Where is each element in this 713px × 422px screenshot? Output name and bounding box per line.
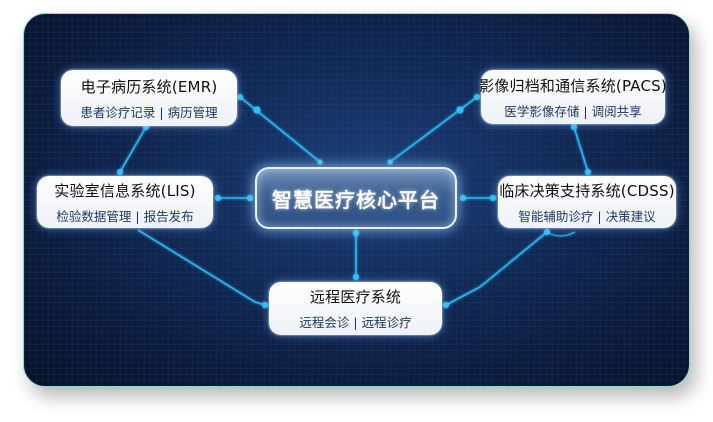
core-platform-title: 智慧医疗核心平台: [272, 187, 440, 212]
node-pacs[interactable]: 影像归档和通信系统(PACS) 医学影像存储 | 调阅共享: [479, 70, 667, 124]
node-telemedicine[interactable]: 远程医疗系统 远程会诊 | 远程诊疗: [269, 282, 442, 335]
node-emr[interactable]: 电子病历系统(EMR) 患者诊疗记录 | 病历管理: [61, 70, 237, 126]
node-lis-title: 实验室信息系统(LIS): [54, 181, 196, 200]
node-cdss[interactable]: 临床决策支持系统(CDSS) 智能辅助诊疗 | 决策建议: [498, 176, 676, 228]
node-telemedicine-title: 远程医疗系统: [309, 288, 402, 306]
node-lis-subtitle: 检验数据管理 | 报告发布: [56, 208, 194, 224]
core-platform-node[interactable]: 智慧医疗核心平台: [255, 167, 457, 229]
node-pacs-subtitle: 医学影像存储 | 调阅共享: [504, 103, 642, 119]
node-lis[interactable]: 实验室信息系统(LIS) 检验数据管理 | 报告发布: [37, 176, 213, 228]
node-cdss-title: 临床决策支持系统(CDSS): [499, 181, 675, 200]
node-emr-subtitle: 患者诊疗记录 | 病历管理: [80, 104, 218, 120]
node-cdss-subtitle: 智能辅助诊疗 | 决策建议: [518, 208, 656, 224]
node-pacs-title: 影像归档和通信系统(PACS): [479, 76, 667, 95]
node-emr-title: 电子病历系统(EMR): [80, 77, 218, 96]
node-telemedicine-subtitle: 远程会诊 | 远程诊疗: [299, 315, 412, 330]
